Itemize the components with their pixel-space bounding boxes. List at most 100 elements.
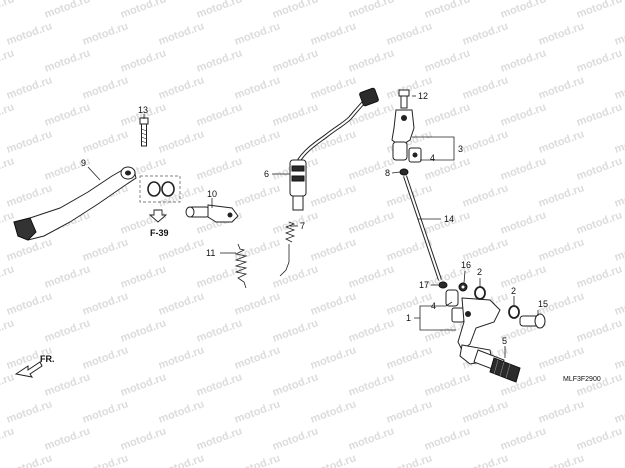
watermark-text: motod.ru	[43, 101, 92, 129]
watermark-text: motod.ru	[195, 371, 244, 399]
reference-label: F-39	[150, 228, 169, 238]
watermark-text: motod.ru	[81, 74, 130, 102]
watermark-text: motod.ru	[5, 452, 54, 468]
watermark-text: motod.ru	[537, 74, 586, 102]
o-ring-2a[interactable]	[474, 286, 486, 300]
watermark-text: motod.ru	[537, 236, 586, 264]
watermark-text: motod.ru	[81, 236, 130, 264]
watermark-text: motod.ru	[5, 236, 54, 264]
watermark-text: motod.ru	[575, 317, 624, 345]
watermark-text: motod.ru	[347, 317, 396, 345]
callout-14: 14	[444, 214, 454, 224]
direction-label: FR.	[40, 354, 55, 364]
watermark-text: motod.ru	[43, 263, 92, 291]
watermark-text: motod.ru	[81, 290, 130, 318]
watermark-text: motod.ru	[347, 0, 396, 21]
watermark-text: motod.ru	[0, 101, 16, 129]
watermark-text: motod.ru	[157, 74, 206, 102]
watermark-text: motod.ru	[423, 371, 472, 399]
callout-16: 16	[461, 260, 471, 270]
o-ring-2b[interactable]	[508, 305, 520, 319]
bolt-13[interactable]	[139, 117, 149, 147]
callout-13: 13	[138, 105, 148, 115]
watermark-text: motod.ru	[309, 398, 358, 426]
watermark-text: motod.ru	[157, 20, 206, 48]
watermark-text: motod.ru	[43, 0, 92, 21]
diagram-code: MLF3F2900	[563, 376, 601, 383]
bolt-12[interactable]	[398, 89, 410, 109]
watermark-text: motod.ru	[271, 101, 320, 129]
watermark-text: motod.ru	[5, 182, 54, 210]
callout-17: 17	[419, 280, 429, 290]
watermark-text: motod.ru	[613, 74, 625, 102]
callout-4-upper: 4	[430, 153, 435, 163]
watermark-text: motod.ru	[157, 290, 206, 318]
watermark-text: motod.ru	[271, 317, 320, 345]
o-ring-seals[interactable]	[139, 175, 181, 203]
watermark-text: motod.ru	[43, 47, 92, 75]
watermark-text: motod.ru	[0, 155, 16, 183]
watermark-text: motod.ru	[537, 182, 586, 210]
watermark-text: motod.ru	[271, 47, 320, 75]
pivot-bolt-15[interactable]	[519, 313, 546, 329]
watermark-text: motod.ru	[575, 0, 624, 21]
footpeg-rubber-5[interactable]	[473, 349, 521, 383]
brake-pivot-10[interactable]	[185, 204, 239, 223]
watermark-text: motod.ru	[43, 317, 92, 345]
upper-joint-3[interactable]	[391, 109, 422, 163]
watermark-text: motod.ru	[347, 263, 396, 291]
washer-16[interactable]	[458, 282, 468, 292]
watermark-text: motod.ru	[195, 47, 244, 75]
watermark-text: motod.ru	[461, 20, 510, 48]
watermark-text: motod.ru	[385, 398, 434, 426]
watermark-text: motod.ru	[461, 74, 510, 102]
watermark-text: motod.ru	[309, 344, 358, 372]
watermark-text: motod.ru	[461, 452, 510, 468]
callout-5: 5	[502, 336, 507, 346]
watermark-text: motod.ru	[233, 344, 282, 372]
watermark-text: motod.ru	[385, 452, 434, 468]
callout-9: 9	[81, 158, 86, 168]
return-spring-11[interactable]	[234, 243, 248, 289]
watermark-text: motod.ru	[613, 290, 625, 318]
watermark-text: motod.ru	[0, 47, 16, 75]
watermark-text: motod.ru	[119, 317, 168, 345]
watermark-text: motod.ru	[271, 263, 320, 291]
callout-1: 1	[406, 313, 411, 323]
watermark-text: motod.ru	[613, 128, 625, 156]
watermark-text: motod.ru	[613, 452, 625, 468]
watermark-text: motod.ru	[423, 101, 472, 129]
watermark-text: motod.ru	[461, 182, 510, 210]
watermark-text: motod.ru	[271, 209, 320, 237]
callout-6: 6	[264, 169, 269, 179]
watermark-text: motod.ru	[423, 47, 472, 75]
watermark-text: motod.ru	[81, 398, 130, 426]
brake-switch-6[interactable]	[289, 87, 379, 211]
watermark-text: motod.ru	[81, 452, 130, 468]
push-rod-14[interactable]	[403, 175, 442, 281]
watermark-text: motod.ru	[5, 128, 54, 156]
brake-pedal[interactable]	[13, 166, 137, 241]
watermark-text: motod.ru	[575, 425, 624, 453]
watermark-text: motod.ru	[119, 47, 168, 75]
watermark-text: motod.ru	[157, 452, 206, 468]
callout-11: 11	[206, 248, 215, 258]
watermark-text: motod.ru	[0, 0, 16, 21]
reference-arrow-icon	[148, 209, 168, 223]
nut-17[interactable]	[438, 281, 448, 289]
watermark-text: motod.ru	[271, 425, 320, 453]
watermark-text: motod.ru	[233, 290, 282, 318]
nut-8[interactable]	[399, 168, 409, 176]
switch-spring-7[interactable]	[279, 221, 296, 277]
watermark-text: motod.ru	[233, 398, 282, 426]
watermark-text: motod.ru	[119, 371, 168, 399]
watermark-text: motod.ru	[613, 344, 625, 372]
watermark-text: motod.ru	[385, 20, 434, 48]
watermark-text: motod.ru	[385, 344, 434, 372]
watermark-text: motod.ru	[5, 20, 54, 48]
callout-15: 15	[538, 299, 548, 309]
watermark-text: motod.ru	[195, 155, 244, 183]
watermark-text: motod.ru	[5, 74, 54, 102]
watermark-text: motod.ru	[613, 20, 625, 48]
